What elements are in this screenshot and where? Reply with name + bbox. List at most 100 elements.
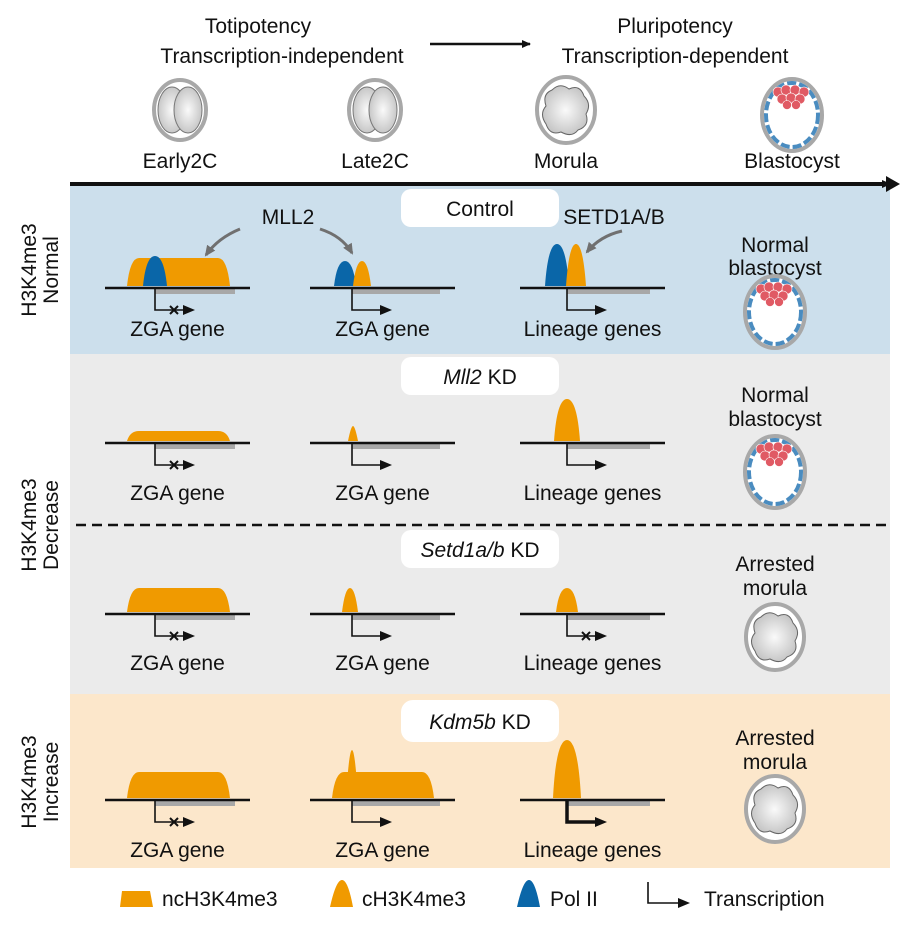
outcome-control-line2: blastocyst: [728, 257, 822, 280]
c-h3k4me3-mark: [554, 399, 580, 441]
condition-text: KD: [496, 711, 531, 734]
tss-arrowhead-icon: [183, 460, 195, 470]
legend-broad-peak-icon: [120, 891, 153, 907]
legend-label-transcription: Transcription: [704, 888, 825, 911]
condition-box-mll2: [401, 357, 559, 395]
gene-label: Lineage genes: [524, 839, 662, 862]
transcription-blocked-icon: [581, 631, 591, 641]
gene-label: ZGA gene: [130, 839, 225, 862]
row-label-normal-line2: Normal: [40, 236, 63, 304]
outcome-mll2-line1: Normal: [741, 384, 809, 407]
transcription-independent-title: Transcription-independent: [160, 45, 403, 68]
tss-arrow-icon: [566, 443, 597, 466]
gene-label: Lineage genes: [524, 652, 662, 675]
legend-label-cH3K4me3: cH3K4me3: [362, 888, 466, 911]
late2c-embryo-icon: [347, 78, 403, 142]
blastocyst-embryo-icon: [760, 77, 824, 153]
condition-label-mll2: Mll2 KD: [443, 366, 517, 389]
mll2-arrow-zga1-icon: [204, 227, 241, 257]
gene-label: Lineage genes: [524, 318, 662, 341]
pol2-mark: [545, 244, 569, 286]
stage-label-early2c: Early2C: [143, 150, 218, 173]
legend-label-ncH3K4me3: ncH3K4me3: [162, 888, 278, 911]
c-h3k4me3-mark: [342, 588, 358, 612]
tss-arrowhead-icon: [595, 305, 607, 315]
row-label-increase-line1: H3K4me3: [18, 735, 41, 828]
c-h3k4me3-mark: [553, 740, 581, 798]
tss-arrow-icon: [351, 614, 382, 637]
gene-body: [352, 443, 440, 449]
tss-arrowhead-icon: [380, 631, 392, 641]
stage-label-blastocyst: Blastocyst: [744, 150, 840, 173]
morula-embryo-icon: [535, 75, 597, 145]
gene-body: [155, 443, 235, 449]
tss-arrowhead-icon: [595, 460, 607, 470]
tss-arrow-icon: [351, 288, 382, 311]
condition-label-setd1ab: Setd1a/b KD: [420, 539, 539, 562]
pluripotency-title: Pluripotency: [617, 15, 733, 38]
outcome-kdm5b-line2: morula: [743, 751, 808, 774]
row-label-decrease: H3K4me3 Decrease: [18, 478, 63, 571]
outcome-setd1ab-line1: Arrested: [735, 553, 814, 576]
gene-label: ZGA gene: [335, 482, 430, 505]
c-h3k4me3-mark: [348, 426, 358, 441]
condition-box-kdm5b: [401, 700, 559, 742]
gene-label: ZGA gene: [335, 839, 430, 862]
row-label-decrease-line1: H3K4me3: [18, 478, 41, 571]
nc-h3k4me3-mark: [127, 588, 230, 612]
tss-arrowhead-icon: [183, 305, 195, 315]
condition-text: KD: [482, 366, 517, 389]
gene-body: [567, 288, 650, 294]
legend-tss-arrowhead-icon: [678, 898, 690, 908]
row-label-normal: H3K4me3 Normal: [18, 223, 63, 316]
c-h3k4me3-mark: [556, 588, 578, 612]
tss-arrowhead-icon: [595, 817, 607, 827]
condition-text: Control: [446, 198, 514, 221]
gene-body: [352, 288, 440, 294]
transcription-blocked-icon: [169, 817, 179, 827]
tss-arrow-icon: [351, 800, 382, 823]
outcome-kdm5b-line1: Arrested: [735, 727, 814, 750]
gene-body: [567, 443, 650, 449]
gene-label: ZGA gene: [130, 652, 225, 675]
legend: ncH3K4me3 cH3K4me3 Pol II Transcription: [120, 880, 825, 911]
mll2-arrow-zga2-icon: [319, 227, 354, 255]
condition-italic: Mll2: [443, 366, 482, 389]
outcome-control-blastocyst-icon: [743, 274, 807, 350]
condition-label-kdm5b: Kdm5b KD: [429, 711, 531, 734]
transcription-blocked-icon: [169, 305, 179, 315]
outcome-mll2-line2: blastocyst: [728, 408, 822, 431]
row-label-decrease-line2: Decrease: [40, 480, 63, 570]
gene-label: ZGA gene: [130, 482, 225, 505]
outcome-setd1ab-morula-icon: [744, 602, 806, 672]
timeline-arrowhead-icon: [886, 176, 900, 192]
setd1ab-arrow-icon: [585, 229, 623, 254]
gene-label: Lineage genes: [524, 482, 662, 505]
condition-label-control: Control: [446, 198, 514, 221]
condition-box-control: [401, 189, 559, 227]
stage-label-late2c: Late2C: [341, 150, 409, 173]
outcome-mll2-blastocyst-icon: [743, 434, 807, 510]
transcription-blocked-icon: [169, 631, 179, 641]
enzyme-label-mll2: MLL2: [262, 206, 315, 229]
header: Totipotency Pluripotency Transcription-i…: [143, 15, 840, 173]
stage-label-morula: Morula: [534, 150, 599, 173]
gene-body: [155, 800, 235, 806]
outcome-control-line1: Normal: [741, 234, 809, 257]
c-h3k4me3-mark: [353, 261, 371, 286]
gene-body: [352, 614, 440, 620]
outcome-setd1ab-line2: morula: [743, 577, 808, 600]
nc-h3k4me3-mark: [127, 258, 230, 286]
tss-arrowhead-icon: [380, 817, 392, 827]
condition-italic: Setd1a/b: [420, 539, 504, 562]
tss-arrow-icon: [566, 288, 597, 311]
pol2-mark: [143, 256, 167, 286]
row-label-increase-line2: Increase: [40, 742, 63, 823]
early2c-embryo-icon: [152, 78, 208, 142]
condition-italic: Kdm5b: [429, 711, 496, 734]
condition-box-setd1ab: [401, 530, 559, 568]
c-h3k4me3-mark: [566, 244, 586, 286]
tss-arrow-icon: [565, 800, 597, 824]
tss-arrowhead-icon: [183, 631, 195, 641]
